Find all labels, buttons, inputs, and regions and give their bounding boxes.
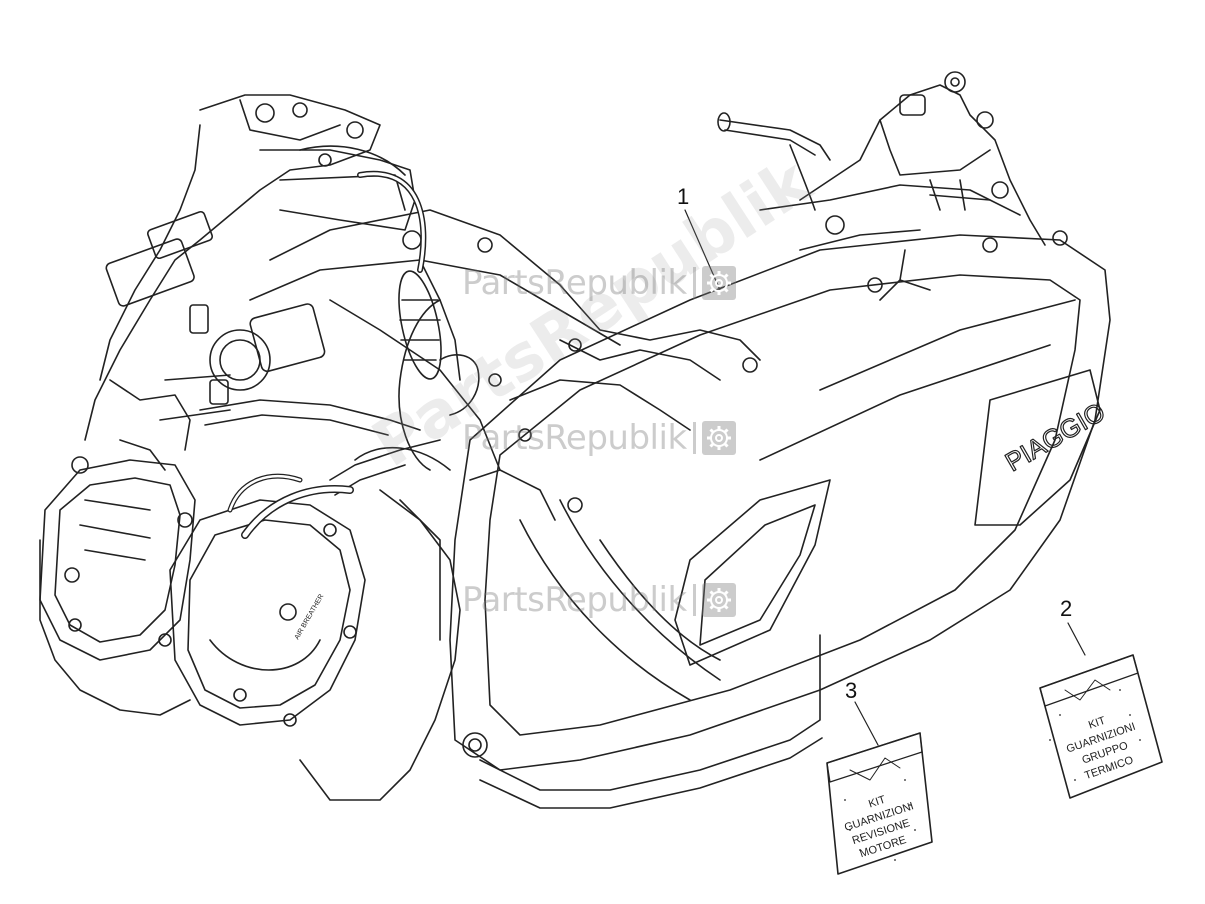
callout-1[interactable]: 1 xyxy=(677,184,690,209)
air-breather-label: AIR BREATHER xyxy=(294,593,326,641)
watermark-text: PartsRepublik xyxy=(462,418,687,458)
gear-icon xyxy=(701,266,736,300)
watermark-divider xyxy=(692,422,696,454)
watermark-middle: PartsRepublik xyxy=(462,418,736,458)
kit3-bag: KIT GUARNIZIONI REVISIONE MOTORE xyxy=(826,732,933,875)
cylinder-head xyxy=(84,94,416,441)
leader-lines xyxy=(684,209,1086,746)
watermark-divider xyxy=(692,267,696,299)
watermark-text: PartsRepublik xyxy=(462,263,687,303)
rear-bracket xyxy=(717,71,1046,251)
head-cover xyxy=(39,379,196,716)
kit2-bag: KIT GUARNIZIONI GRUPPO TERMICO xyxy=(1039,654,1163,799)
callout-3[interactable]: 3 xyxy=(845,678,858,703)
gear-icon xyxy=(701,421,736,455)
leader-line-3 xyxy=(854,701,879,746)
kit3-line-1: KIT xyxy=(867,794,887,811)
watermark-top: PartsRepublik xyxy=(462,263,736,303)
piaggio-logo: PIAGGIO xyxy=(1000,396,1110,477)
watermark-text: PartsRepublik xyxy=(462,580,687,620)
hoses xyxy=(241,170,451,539)
crankcase xyxy=(249,209,761,801)
leader-line-2 xyxy=(1067,622,1086,656)
watermark-divider xyxy=(692,584,696,616)
gear-icon xyxy=(701,583,736,617)
callout-2[interactable]: 2 xyxy=(1060,596,1073,621)
throttle-body xyxy=(159,145,480,496)
watermark-bottom: PartsRepublik xyxy=(462,580,736,620)
transmission-cover xyxy=(449,230,1111,809)
kit2-line-1: KIT xyxy=(1087,715,1107,732)
